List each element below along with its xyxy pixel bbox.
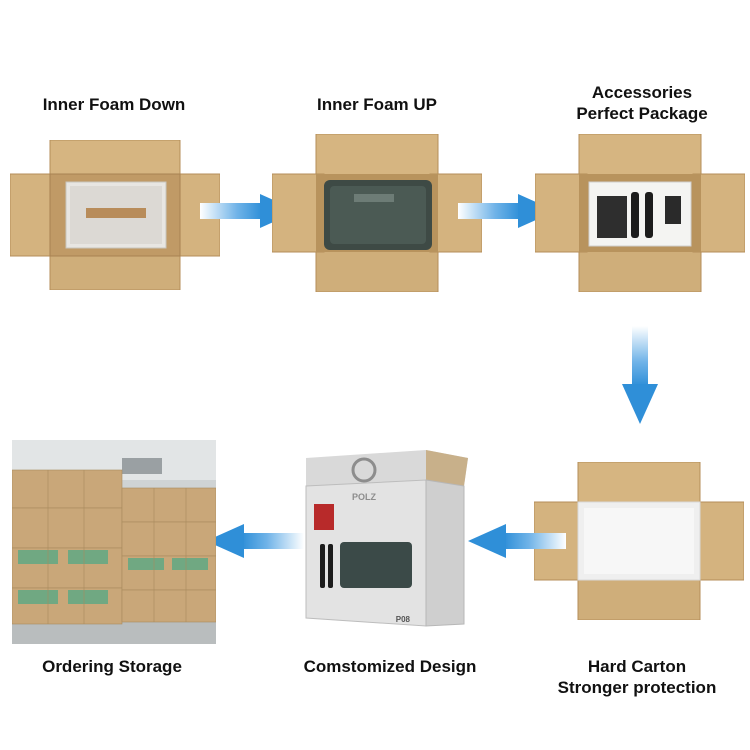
model-print: P08 xyxy=(396,615,411,624)
box-accessories xyxy=(535,134,745,292)
label-customized-design: Comstomized Design xyxy=(280,656,500,677)
label-inner-foam-down: Inner Foam Down xyxy=(14,94,214,115)
warehouse-photo xyxy=(12,440,216,644)
label-line: Comstomized Design xyxy=(303,657,477,676)
label-line: Hard Carton xyxy=(587,657,687,676)
label-hard-carton: Hard Carton Stronger protection xyxy=(537,656,737,698)
arrow-down xyxy=(622,326,658,426)
label-accessories: Accessories Perfect Package xyxy=(542,82,742,124)
box-inner-foam-up xyxy=(272,134,482,292)
label-line: Ordering Storage xyxy=(42,657,182,676)
box-customized-design: POLZ P08 xyxy=(300,446,470,642)
box-hard-carton xyxy=(534,462,744,620)
label-inner-foam-up: Inner Foam UP xyxy=(277,94,477,115)
label-line: Accessories xyxy=(591,83,693,102)
box-inner-foam-down xyxy=(10,140,220,290)
label-line: Inner Foam Down xyxy=(42,95,186,114)
arrow-left-2 xyxy=(204,524,304,558)
label-line: Stronger protection xyxy=(557,678,717,697)
label-ordering-storage: Ordering Storage xyxy=(12,656,212,677)
arrow-left-1 xyxy=(466,524,566,558)
label-line: Perfect Package xyxy=(576,104,708,123)
brand-print: POLZ xyxy=(352,492,377,502)
label-line: Inner Foam UP xyxy=(317,95,437,114)
